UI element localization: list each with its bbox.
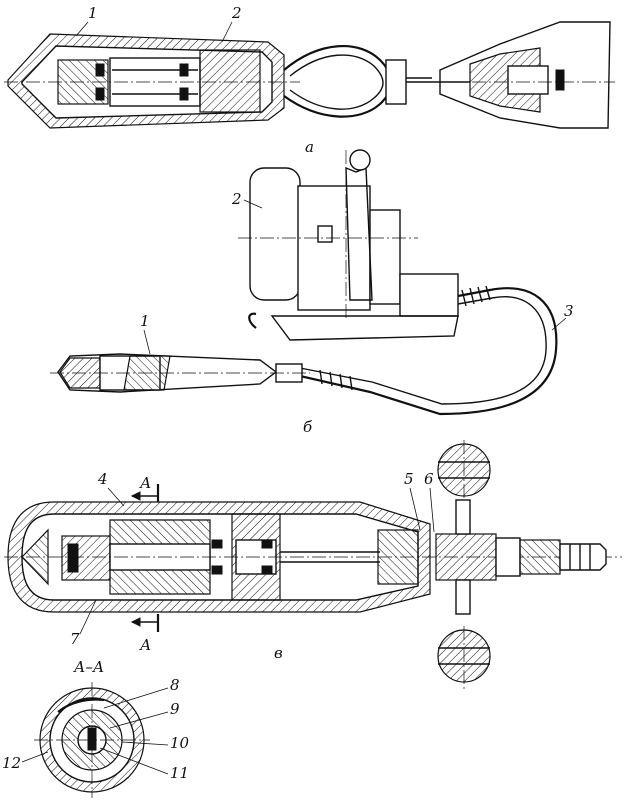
motor-housing-a xyxy=(428,21,615,129)
view-b: 2 1 3 б xyxy=(50,149,574,436)
view-v: А А 4 5 6 7 в xyxy=(4,440,622,690)
flex-hose-b xyxy=(299,285,558,416)
wheel-top-v xyxy=(437,440,491,500)
callout-8: 8 xyxy=(170,676,180,694)
callout-7: 7 xyxy=(70,630,80,648)
callout-10: 10 xyxy=(170,734,190,752)
callout-9: 9 xyxy=(170,700,180,718)
vibrator-tip-b xyxy=(50,353,310,393)
callout-5: 5 xyxy=(404,470,414,488)
section-title: А–А xyxy=(73,658,104,676)
section-mark-top: А xyxy=(139,474,151,492)
view-a: 1 2 а xyxy=(4,4,615,156)
coupling-v xyxy=(435,499,607,615)
callout-2b: 2 xyxy=(231,190,242,208)
motor-unit-b xyxy=(238,149,459,341)
wheel-bottom-v xyxy=(437,626,491,690)
caption-v: в xyxy=(274,644,283,662)
cable-loop-a xyxy=(283,44,432,118)
callout-4: 4 xyxy=(97,470,108,488)
vibrator-body-v xyxy=(4,501,622,613)
callout-6: 6 xyxy=(424,470,434,488)
caption-a: а xyxy=(305,138,314,156)
callout-12: 12 xyxy=(2,754,21,772)
caption-b: б xyxy=(303,418,313,436)
callout-1b: 1 xyxy=(140,312,150,330)
callout-1a: 1 xyxy=(88,4,98,22)
vibrator-tip-a xyxy=(4,33,300,129)
section-aa: А–А 8 9 10 11 12 xyxy=(2,658,190,798)
section-line-aa: А А xyxy=(130,474,160,654)
callout-11: 11 xyxy=(170,764,189,782)
section-mark-bottom: А xyxy=(139,636,151,654)
callout-3: 3 xyxy=(564,302,574,320)
callout-2a: 2 xyxy=(231,4,242,22)
